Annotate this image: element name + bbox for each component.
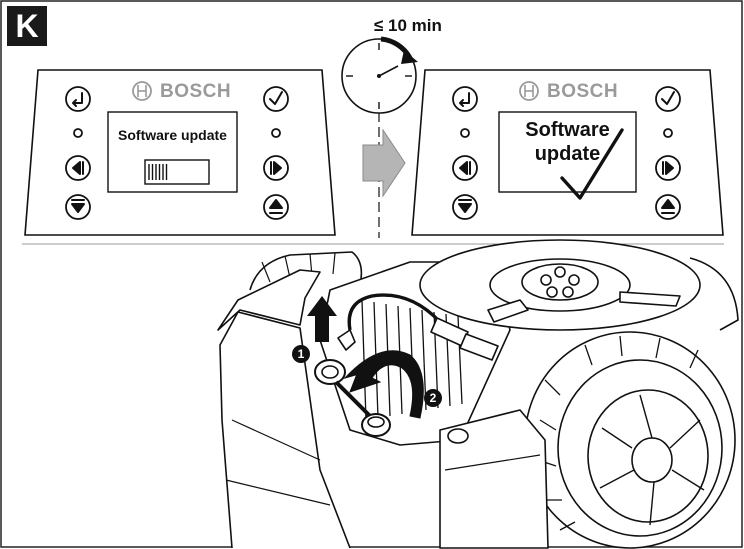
bosch-logo-left — [132, 81, 152, 101]
callout-1: 1 — [292, 345, 310, 363]
control-panel-left — [24, 69, 336, 236]
screen-message-right: Software update — [499, 118, 636, 166]
led-indicator-icon — [73, 128, 83, 138]
rotate-arrow-icon — [343, 350, 424, 419]
timer-label: ≤ 10 min — [374, 16, 442, 35]
enter-icon — [452, 86, 478, 112]
lift-arrow-icon — [307, 296, 337, 342]
callout-2: 2 — [424, 389, 442, 407]
enter-icon — [65, 86, 91, 112]
transition-arrow-icon — [362, 128, 406, 198]
screen-line-2: update — [534, 143, 601, 165]
led-indicator-icon — [271, 128, 281, 138]
checkmark-icon — [263, 86, 289, 112]
front-wheel-icon — [524, 331, 736, 549]
control-panel-right — [411, 69, 724, 236]
led-indicator-icon — [460, 128, 470, 138]
progress-stripes — [148, 164, 168, 180]
brand-name-right: BOSCH — [547, 81, 619, 102]
bosch-logo-right — [519, 81, 539, 101]
checkmark-icon — [655, 86, 681, 112]
timer-clock-icon — [341, 36, 418, 238]
screen-message-left: Software update — [118, 127, 227, 143]
brand-name-left: BOSCH — [160, 81, 232, 102]
mower-illustration — [217, 239, 739, 549]
step-badge: K — [7, 6, 47, 46]
led-indicator-icon — [663, 128, 673, 138]
progress-bar-fill — [147, 162, 167, 182]
screen-line-1: Software — [525, 119, 610, 141]
checkmark-large-icon — [560, 128, 624, 200]
